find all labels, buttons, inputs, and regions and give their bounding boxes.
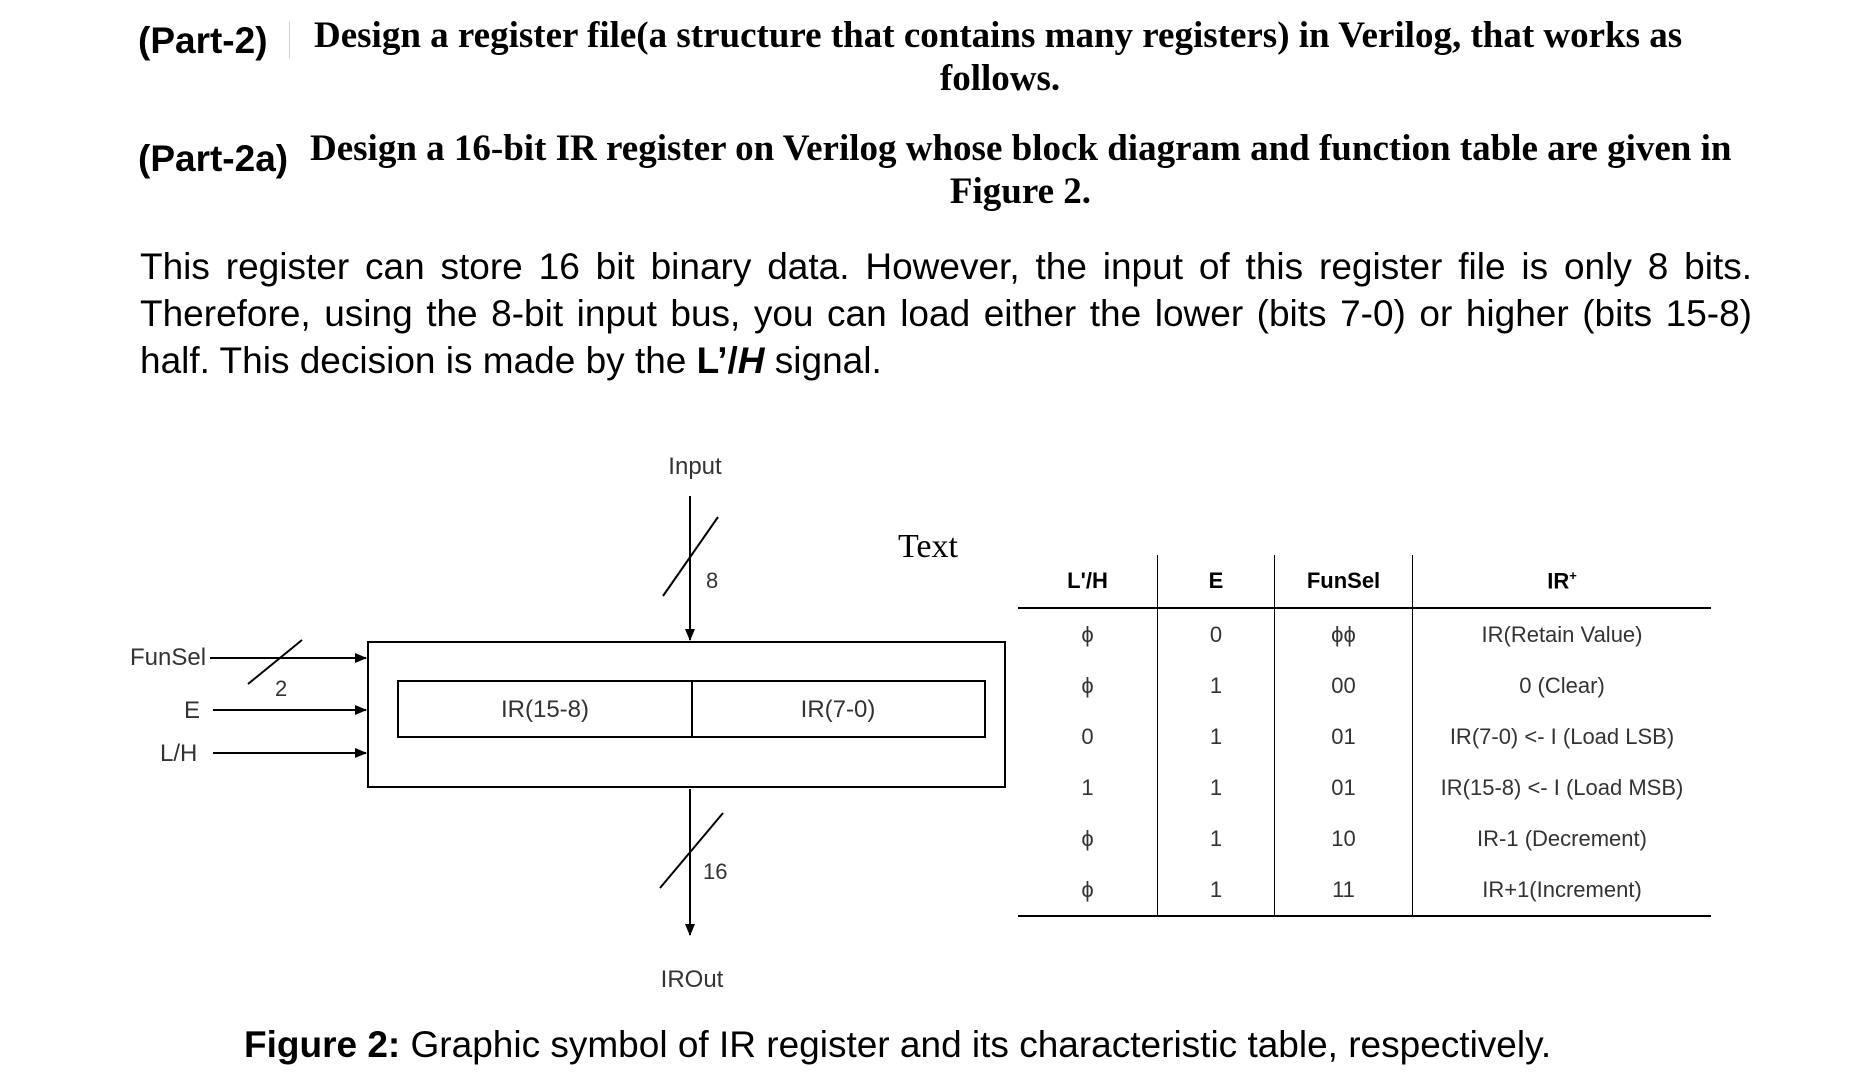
cell-funsel: 11	[1274, 864, 1413, 917]
lh-label: L/H	[160, 740, 197, 767]
cell-ir: 0 (Clear)	[1519, 672, 1605, 698]
cell-lh: ϕ	[1018, 660, 1158, 711]
cell-e: 1	[1157, 813, 1275, 864]
paragraph-end: signal.	[764, 340, 882, 381]
cell-lh: 1	[1018, 762, 1158, 813]
ir-high-label: IR(15-8)	[501, 696, 589, 723]
cell-ir: IR-1 (Decrement)	[1477, 825, 1647, 851]
funsel-slash	[247, 639, 303, 685]
cell-funsel: 01	[1274, 711, 1413, 762]
output-bus-slash	[659, 812, 724, 889]
signal-name: L’/H	[696, 340, 765, 381]
ir-register-box	[367, 641, 1006, 788]
part2-label: (Part-2)	[138, 20, 268, 61]
paragraph-text: This register can store 16 bit binary da…	[140, 246, 1752, 381]
caption-text: Graphic symbol of IR register and its ch…	[400, 1024, 1552, 1065]
cell-e: 1	[1157, 660, 1275, 711]
part2-separator	[289, 22, 290, 58]
cell-ir: IR(15-8) <- I (Load MSB)	[1440, 774, 1684, 800]
part2-text-line1: Design a register file(a structure that …	[314, 15, 1683, 56]
cell-lh: ϕ	[1018, 813, 1158, 864]
cell-funsel: 01	[1274, 762, 1413, 813]
input-label: Input	[668, 453, 722, 480]
cell-ir: IR(7-0) <- I (Load LSB)	[1449, 723, 1675, 749]
cell-funsel: ϕϕ	[1274, 608, 1413, 660]
part2a-label: (Part-2a)	[138, 138, 289, 179]
description-paragraph: This register can store 16 bit binary da…	[140, 243, 1752, 384]
cell-lh: ϕ	[1018, 864, 1158, 917]
header-funsel: FunSel	[1274, 555, 1413, 609]
cell-e: 1	[1157, 711, 1275, 762]
e-label: E	[184, 697, 200, 724]
part2a-text-line1: Design a 16-bit IR register on Verilog w…	[310, 128, 1732, 169]
output-label: IROut	[661, 966, 724, 993]
header-e: E	[1157, 555, 1275, 609]
cell-e: 0	[1157, 608, 1275, 660]
funsel-width-label: 2	[275, 676, 287, 701]
ir-low-label: IR(7-0)	[801, 696, 876, 723]
cell-lh: 0	[1018, 711, 1158, 762]
output-width-label: 16	[703, 859, 727, 884]
cell-e: 1	[1157, 864, 1275, 917]
input-width-label: 8	[706, 568, 718, 593]
caption-label: Figure 2:	[244, 1024, 401, 1065]
table-header-row: L'/H E FunSel IR+	[1018, 555, 1711, 609]
funsel-label: FunSel	[130, 644, 206, 671]
cell-lh: ϕ	[1018, 608, 1158, 660]
header-ir: IR+	[1412, 555, 1711, 609]
cell-funsel: 10	[1274, 813, 1413, 864]
cell-ir: IR+1(Increment)	[1412, 864, 1711, 917]
part2a-text-line2: Figure 2.	[949, 171, 1092, 212]
input-bus-slash	[662, 516, 719, 597]
cell-e: 1	[1157, 762, 1275, 813]
part2-text-line2: follows.	[939, 58, 1061, 99]
figure-caption: Figure 2: Graphic symbol of IR register …	[244, 1024, 1551, 1066]
cell-ir: IR(Retain Value)	[1481, 621, 1643, 647]
header-lh: L'/H	[1018, 555, 1158, 609]
cell-funsel: 00	[1274, 660, 1413, 711]
text-label: Text	[898, 528, 958, 565]
